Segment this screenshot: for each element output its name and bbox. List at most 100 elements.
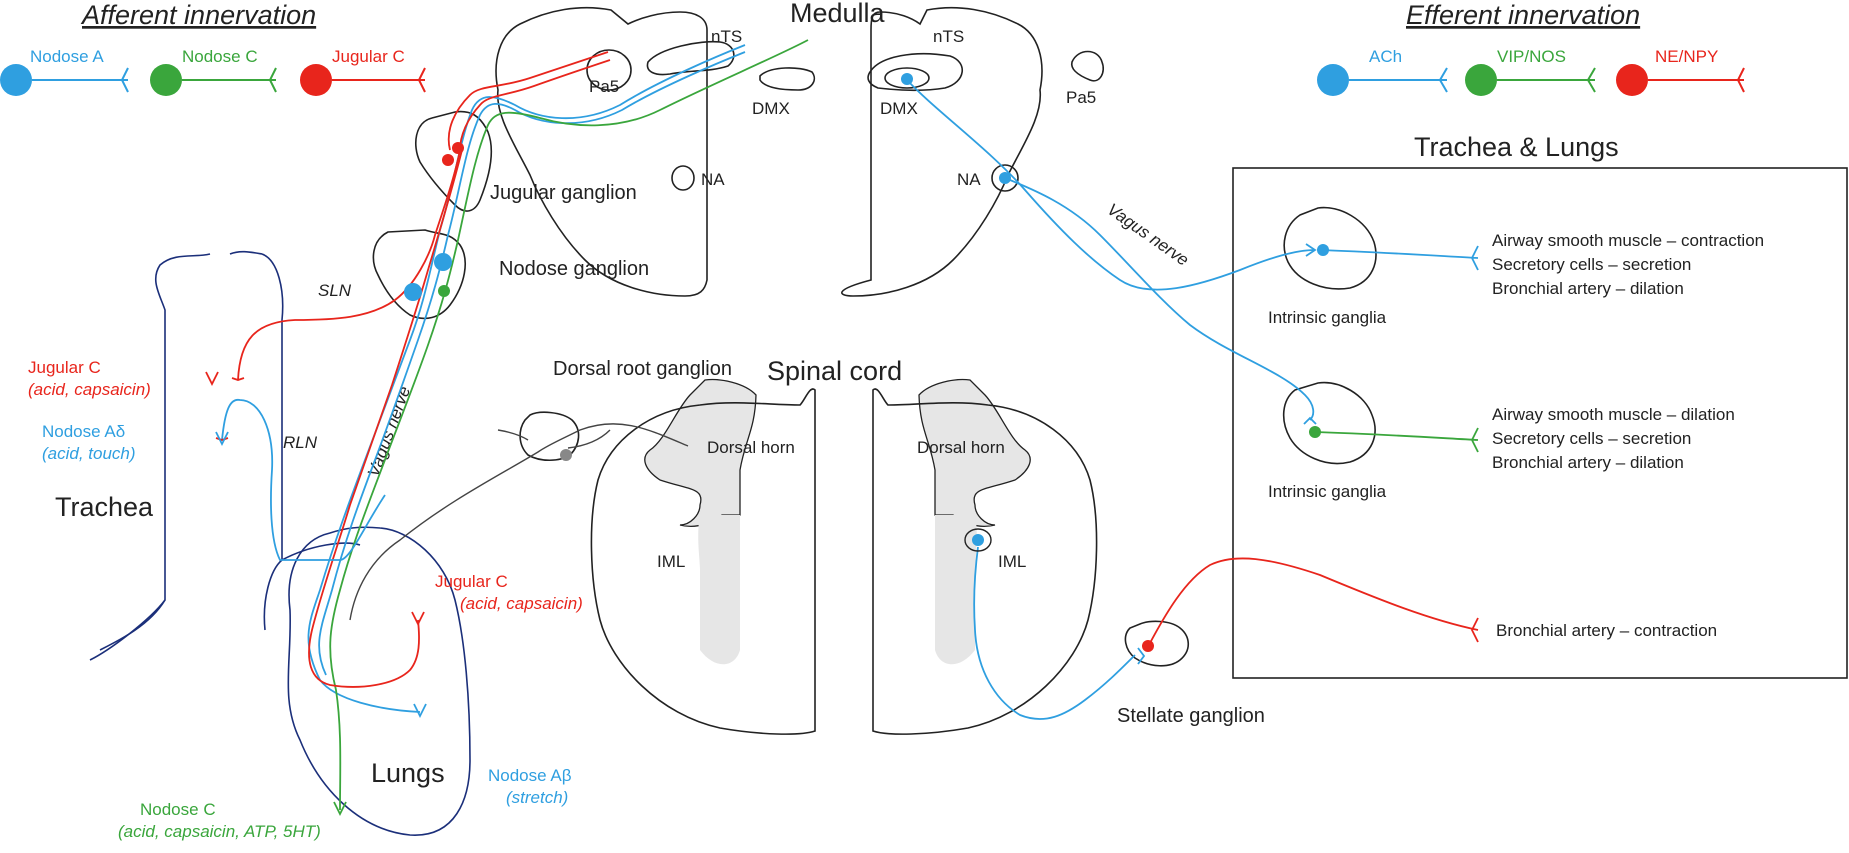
sympathetic-synapse-fork xyxy=(1137,647,1146,665)
vip-synapse-fork xyxy=(1303,416,1317,425)
dmx-left-label: DMX xyxy=(752,99,790,118)
medulla xyxy=(495,6,1105,297)
legend-ach: ACh xyxy=(1317,47,1448,96)
ne-postganglionic xyxy=(1149,557,1479,644)
jugular-ganglion xyxy=(414,110,493,212)
drg-label: Dorsal root ganglion xyxy=(553,358,732,380)
jugular-c-fiber-2 xyxy=(237,59,611,381)
iml-nucleus xyxy=(964,528,992,552)
nodose-ab-label: Nodose Aβ (stretch) xyxy=(488,766,576,807)
nts-left-label: nTS xyxy=(711,27,742,46)
nts-right xyxy=(867,52,963,92)
jugular-c-trachea-label: Jugular C (acid, capsaicin) xyxy=(28,358,151,399)
spinal-cord xyxy=(590,378,1098,735)
drg-afferent-fiber-2 xyxy=(497,429,611,449)
efferent-legend: ACh VIP/NOS NE/NPY xyxy=(1317,47,1745,96)
legend-vip-nos: VIP/NOS xyxy=(1465,47,1596,96)
fiber-name: Nodose Aβ xyxy=(488,766,572,785)
nodose-c-label: Nodose C (acid, capsaicin, ATP, 5HT) xyxy=(118,800,321,841)
dorsal-horn-left-label: Dorsal horn xyxy=(707,438,795,457)
nodose-ad-fiber xyxy=(221,399,386,561)
effect-line: Airway smooth muscle – dilation xyxy=(1492,405,1735,424)
fiber-detail: (acid, touch) xyxy=(42,444,136,463)
dorsal-horn-right-label: Dorsal horn xyxy=(917,438,1005,457)
fiber-name: Jugular C xyxy=(435,572,508,591)
na-soma xyxy=(999,172,1011,184)
ach-synapse-fork xyxy=(1305,243,1317,257)
lungs-label: Lungs xyxy=(371,758,445,788)
nodose-ad-terminal-fork xyxy=(215,431,229,447)
legend-swatch xyxy=(1317,64,1349,96)
spinal-cord-title: Spinal cord xyxy=(767,356,902,386)
afferent-fibers xyxy=(205,39,809,817)
trachea-label: Trachea xyxy=(55,492,154,522)
dmx-right xyxy=(884,67,930,89)
jugular-c-fiber-3 xyxy=(308,149,463,688)
jugular-c-lung-label: Jugular C (acid, capsaicin) xyxy=(435,572,583,613)
effect-line: Airway smooth muscle – contraction xyxy=(1492,231,1764,250)
intrinsic-ganglion-lower xyxy=(1282,381,1376,465)
lung-outline xyxy=(287,526,471,836)
efferent-fibers xyxy=(906,79,1479,720)
pa5-left xyxy=(586,49,632,91)
drg-soma xyxy=(560,449,572,461)
effect-line: Bronchial artery – contraction xyxy=(1496,621,1717,640)
spinal-left-half xyxy=(590,388,816,735)
dmx-right-label: DMX xyxy=(880,99,918,118)
vagus-nerve-right-label: Vagus nerve xyxy=(1104,200,1193,270)
na-left-label: NA xyxy=(701,170,725,189)
ach-ganglion-soma xyxy=(1317,244,1329,256)
legend-label: Nodose A xyxy=(30,47,104,66)
legend-fiber xyxy=(1349,67,1448,93)
jugular-c-terminal-fork xyxy=(205,371,219,387)
effects-vip: Airway smooth muscle – dilation Secretor… xyxy=(1492,405,1735,472)
fiber-name: Jugular C xyxy=(28,358,101,377)
nodose-ad-label: Nodose Aδ (acid, touch) xyxy=(42,422,136,463)
na-right xyxy=(991,164,1019,192)
vagal-efferent-na xyxy=(1004,177,1315,421)
sympathetic-preganglionic xyxy=(973,546,1136,720)
medulla-right-half xyxy=(841,6,1043,297)
afferent-cell-bodies xyxy=(404,142,572,461)
afferent-legend: Nodose A Nodose C Jugular C xyxy=(0,47,426,96)
legend-fiber xyxy=(32,67,129,93)
dmx-soma xyxy=(901,73,913,85)
effects-ach: Airway smooth muscle – contraction Secre… xyxy=(1492,231,1764,298)
jugular-ganglion-label: Jugular ganglion xyxy=(490,182,637,204)
legend-swatch xyxy=(1616,64,1648,96)
nodose-a-soma xyxy=(434,253,452,271)
legend-fiber xyxy=(182,67,277,93)
legend-fiber xyxy=(332,67,426,93)
grey-matter-left xyxy=(644,378,757,527)
trachea-lungs-title: Trachea & Lungs xyxy=(1414,132,1619,162)
nodose-a-soma xyxy=(404,283,422,301)
fiber-detail: (acid, capsaicin) xyxy=(28,380,151,399)
vagal-efferent-dmx xyxy=(906,79,1316,291)
legend-swatch xyxy=(150,64,182,96)
na-right-label: NA xyxy=(957,170,981,189)
pa5-right-label: Pa5 xyxy=(1066,88,1096,107)
efferent-cell-bodies xyxy=(901,73,1329,652)
iml-soma xyxy=(972,534,984,546)
legend-label: NE/NPY xyxy=(1655,47,1718,66)
fiber-detail: (acid, capsaicin) xyxy=(460,594,583,613)
ventral-grey-left xyxy=(698,515,740,665)
nodose-c-fiber xyxy=(329,39,809,811)
jugular-c-fiber-1 xyxy=(447,51,609,151)
drg-afferent-fiber xyxy=(349,423,689,621)
ach-postganglionic xyxy=(1317,245,1479,271)
legend-nodose-a: Nodose A xyxy=(0,47,129,96)
legend-swatch xyxy=(1465,64,1497,96)
dmx-left xyxy=(759,67,816,91)
sln-label: SLN xyxy=(318,281,352,300)
nts-right-label: nTS xyxy=(933,27,964,46)
nodose-a-fiber-1 xyxy=(307,44,746,713)
legend-swatch xyxy=(300,64,332,96)
intrinsic-ganglia-lower-label: Intrinsic ganglia xyxy=(1268,482,1387,501)
nodose-c-soma xyxy=(438,285,450,297)
stellate-soma xyxy=(1142,640,1154,652)
grey-matter-right xyxy=(918,378,1031,527)
effect-line: Bronchial artery – dilation xyxy=(1492,453,1684,472)
vip-ganglion-soma xyxy=(1309,426,1321,438)
